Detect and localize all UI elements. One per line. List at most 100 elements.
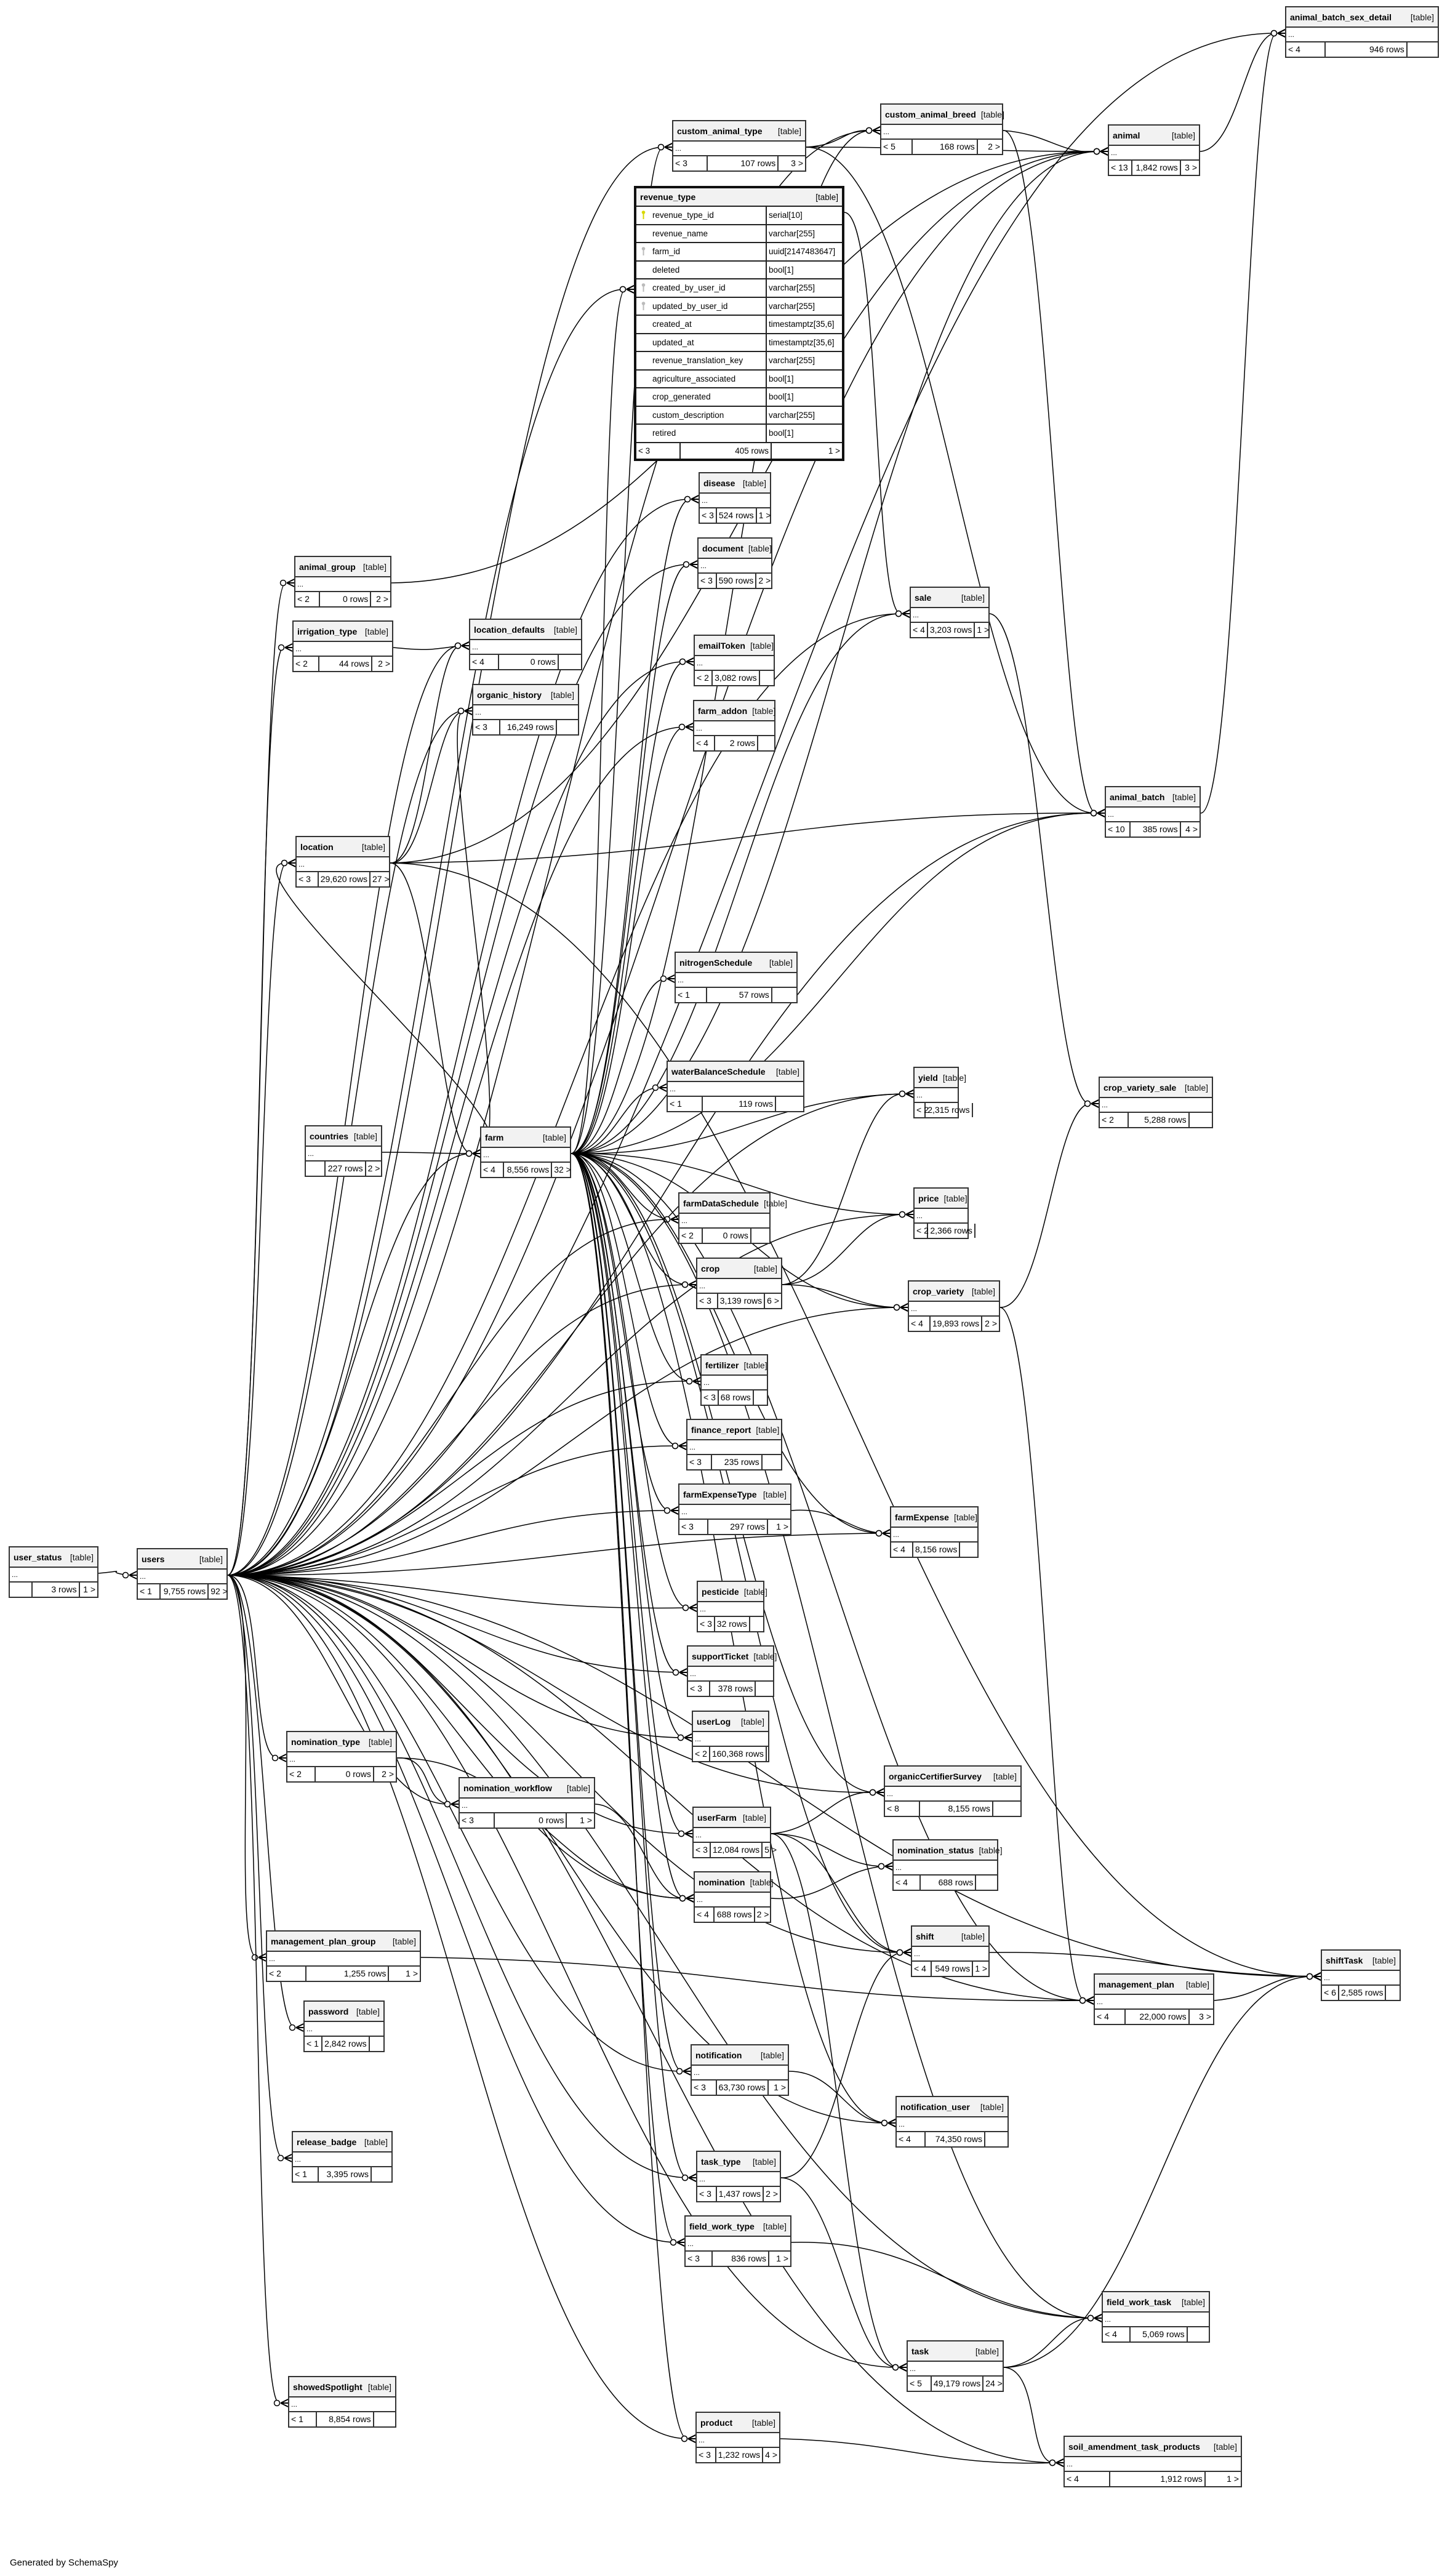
table-user_status[interactable]: user_status [table] ... 3 rows 1 > [9, 1546, 98, 1598]
child-count[interactable]: 1 > [977, 625, 990, 635]
child-count[interactable]: 92 > [210, 1586, 228, 1596]
child-count[interactable] [993, 1802, 1020, 1816]
child-count[interactable] [370, 2037, 383, 2051]
child-count[interactable]: 1 > [83, 1584, 95, 1594]
parent-count[interactable] [306, 1162, 326, 1176]
table-farm[interactable]: farm [table] ... < 4 8,556 rows 32 > [480, 1126, 571, 1178]
table-animal_batch[interactable]: animal_batch [table] ... < 10 385 rows 4… [1105, 786, 1201, 838]
parent-count[interactable]: < 1 [138, 1584, 161, 1599]
table-crop_variety[interactable]: crop_variety [table] ... < 4 19,893 rows… [908, 1280, 1000, 1332]
child-count[interactable] [751, 1229, 769, 1243]
child-count[interactable]: 24 > [985, 2378, 1003, 2388]
parent-count[interactable]: < 4 [1103, 2327, 1131, 2341]
table-nomination_type[interactable]: nomination_type [table] ... < 2 0 rows 2… [286, 1731, 397, 1783]
child-count[interactable] [374, 2412, 395, 2426]
table-task[interactable]: task [table] ... < 5 49,179 rows 24 > [907, 2340, 1004, 2392]
child-count[interactable]: 1 > [758, 510, 771, 520]
parent-count[interactable]: < 4 [912, 1962, 932, 1976]
parent-count[interactable]: < 4 [891, 1543, 913, 1557]
table-farmExpense[interactable]: farmExpense [table] ... < 4 8,156 rows [890, 1506, 979, 1558]
child-count[interactable] [985, 2132, 1007, 2146]
table-waterBalanceSchedule[interactable]: waterBalanceSchedule [table] ... < 1 119… [667, 1061, 804, 1112]
table-showedSpotlight[interactable]: showedSpotlight [table] ... < 1 8,854 ro… [288, 2376, 396, 2428]
table-field_work_type[interactable]: field_work_type [table] ... < 3 836 rows… [684, 2215, 791, 2267]
child-count[interactable]: 3 > [791, 158, 803, 168]
table-notification[interactable]: notification [table] ... < 3 63,730 rows… [691, 2044, 789, 2096]
child-count[interactable]: 2 > [367, 1163, 380, 1173]
child-count[interactable]: 2 > [382, 1769, 394, 1779]
table-fertilizer[interactable]: fertilizer [table] ... < 3 68 rows [700, 1354, 768, 1406]
parent-count[interactable]: < 1 [305, 2037, 323, 2051]
table-crop[interactable]: crop [table] ... < 3 3,139 rows 6 > [696, 1258, 782, 1309]
parent-count[interactable]: < 4 [894, 1876, 921, 1890]
table-organic_history[interactable]: organic_history [table] ... < 3 16,249 r… [472, 684, 579, 736]
child-count[interactable]: 4 > [1185, 824, 1198, 834]
child-count[interactable] [1190, 1113, 1212, 1127]
table-nitrogenSchedule[interactable]: nitrogenSchedule [table] ... < 1 57 rows [675, 952, 798, 1003]
child-count[interactable] [960, 1543, 977, 1557]
table-users[interactable]: users [table] ... < 1 9,755 rows 92 > [137, 1548, 228, 1600]
parent-count[interactable]: < 5 [908, 2377, 932, 2391]
parent-count[interactable]: < 4 [911, 623, 928, 637]
child-count[interactable] [750, 1617, 763, 1631]
table-crop_variety_sale[interactable]: crop_variety_sale [table] ... < 2 5,288 … [1099, 1077, 1213, 1128]
child-count[interactable] [758, 736, 774, 750]
child-count[interactable]: 1 > [774, 2082, 786, 2092]
child-count[interactable]: 1 > [828, 446, 840, 455]
child-count[interactable] [976, 1876, 997, 1890]
parent-count[interactable]: < 3 [297, 872, 319, 886]
table-shift[interactable]: shift [table] ... < 4 549 rows 1 > [911, 1925, 990, 1977]
child-count[interactable]: 1 > [580, 1815, 592, 1825]
table-product[interactable]: product [table] ... < 3 1,232 rows 4 > [695, 2412, 780, 2463]
table-emailToken[interactable]: emailToken [table] ... < 2 3,082 rows [694, 635, 775, 686]
child-count[interactable] [973, 1103, 977, 1117]
child-count[interactable]: 2 > [766, 2189, 778, 2199]
table-soil_amendment_task_products[interactable]: soil_amendment_task_products [table] ...… [1063, 2436, 1242, 2487]
parent-count[interactable]: < 3 [473, 720, 501, 734]
table-userLog[interactable]: userLog [table] ... < 2 160,368 rows [692, 1711, 769, 1762]
parent-count[interactable]: < 8 [885, 1802, 921, 1816]
table-irrigation_type[interactable]: irrigation_type [table] ... < 2 44 rows … [292, 620, 393, 672]
table-yield[interactable]: yield [table] ... < 2 2,315 rows [913, 1067, 973, 1118]
table-document[interactable]: document [table] ... < 3 590 rows 2 > [697, 537, 772, 589]
table-location[interactable]: location [table] ... < 3 29,620 rows 27 … [295, 836, 390, 888]
parent-count[interactable]: < 4 [1286, 42, 1326, 57]
child-count[interactable] [559, 655, 581, 669]
parent-count[interactable]: < 2 [915, 1103, 929, 1117]
parent-count[interactable]: < 4 [695, 1908, 715, 1922]
table-shiftTask[interactable]: shiftTask [table] ... < 6 2,585 rows [1321, 1949, 1401, 2001]
parent-count[interactable]: < 13 [1109, 161, 1132, 175]
table-location_defaults[interactable]: location_defaults [table] ... < 4 0 rows [469, 619, 582, 670]
child-count[interactable]: 27 > [372, 874, 390, 884]
child-count[interactable] [756, 1682, 773, 1696]
child-count[interactable] [763, 1455, 781, 1469]
table-farmDataSchedule[interactable]: farmDataSchedule [table] ... < 2 0 rows [678, 1192, 787, 1244]
parent-count[interactable]: < 3 [697, 2187, 717, 2201]
parent-count[interactable]: < 3 [460, 1813, 495, 1828]
parent-count[interactable]: < 2 [295, 592, 321, 606]
table-disease[interactable]: disease [table] ... < 3 524 rows 1 > [699, 472, 771, 524]
parent-count[interactable]: < 3 [697, 2448, 716, 2462]
parent-count[interactable]: < 2 [287, 1767, 316, 1781]
parent-count[interactable]: < 4 [694, 736, 715, 750]
parent-count[interactable]: < 1 [676, 988, 707, 1002]
child-count[interactable]: 1 > [406, 1968, 418, 1978]
table-nomination_status[interactable]: nomination_status [table] ... < 4 688 ro… [892, 1839, 1003, 1891]
table-farmExpenseType[interactable]: farmExpenseType [table] ... < 3 297 rows… [678, 1483, 791, 1535]
table-finance_report[interactable]: finance_report [table] ... < 3 235 rows [686, 1419, 782, 1471]
parent-count[interactable]: < 3 [697, 1294, 718, 1308]
parent-count[interactable]: < 3 [699, 574, 717, 588]
child-count[interactable]: 32 > [554, 1165, 571, 1174]
child-count[interactable] [767, 1747, 771, 1761]
table-userFarm[interactable]: userFarm [table] ... < 3 12,084 rows 5 > [692, 1807, 777, 1858]
table-custom_animal_type[interactable]: custom_animal_type [table] ... < 3 107 r… [672, 120, 806, 172]
child-count[interactable]: 6 > [767, 1296, 779, 1306]
child-count[interactable]: 3 > [1185, 163, 1197, 172]
child-count[interactable] [975, 1224, 979, 1238]
parent-count[interactable]: < 4 [481, 1163, 505, 1177]
parent-count[interactable]: < 2 [1100, 1113, 1129, 1127]
table-custom_animal_breed[interactable]: custom_animal_breed [table] ... < 5 168 … [880, 103, 1004, 155]
child-count[interactable]: 1 > [1227, 2474, 1239, 2484]
child-count[interactable]: 1 > [776, 2253, 788, 2263]
child-count[interactable]: 1 > [975, 1964, 988, 1973]
